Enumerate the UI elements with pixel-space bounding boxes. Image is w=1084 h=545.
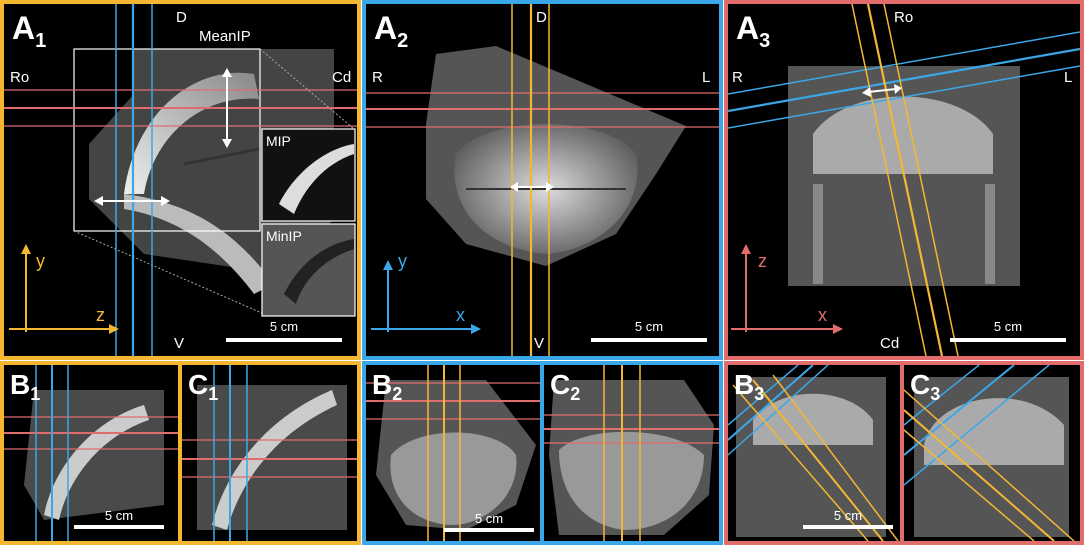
panel-b3-label: B3	[734, 369, 765, 404]
ct-axial-image	[728, 4, 1080, 356]
dorsal-label: D	[536, 9, 547, 26]
panel-b2-label: B2	[372, 369, 403, 404]
panel-a2: A2 D V R L y x 5 cm	[366, 4, 719, 356]
scale-bar-label: 5 cm	[104, 508, 134, 523]
ventral-label: V	[534, 335, 545, 352]
scale-bar-label: 5 cm	[833, 508, 863, 523]
panel-a1-label: A1	[12, 10, 47, 52]
axis-x-label: x	[456, 305, 465, 325]
axis-y-label: y	[36, 251, 45, 271]
panel-a3: A3 Ro Cd R L z x 5 cm	[728, 4, 1080, 356]
left-label: L	[1064, 69, 1073, 86]
ct-sagittal-image	[4, 4, 357, 356]
panel-b1-label: B1	[10, 369, 41, 404]
panel-c1: C1	[182, 365, 357, 541]
axis-y-label: y	[398, 251, 407, 271]
panel-c3: C3	[904, 365, 1080, 541]
panel-b2: B2 5 cm	[366, 365, 540, 541]
scale-bar-label: 5 cm	[474, 511, 504, 526]
caudal-label: Cd	[332, 69, 352, 86]
panel-b1: B1 5 cm	[4, 365, 178, 541]
ventral-label: V	[174, 335, 185, 352]
panel-c3-label: C3	[910, 369, 941, 404]
panel-c1-label: C1	[188, 369, 219, 404]
mip-label: MIP	[266, 133, 291, 149]
rostral-label: Ro	[10, 69, 30, 86]
panel-c2-label: C2	[550, 369, 581, 404]
panel-a1: A1 D V Ro Cd MeanIP MIP MinIP y z 5 cm	[4, 4, 357, 356]
axis-z-label: z	[96, 305, 105, 325]
panel-a2-label: A2	[374, 10, 409, 52]
right-label: R	[732, 69, 743, 86]
rostral-label: Ro	[894, 9, 914, 26]
meanip-label: MeanIP	[199, 28, 251, 45]
ct-coronal-image	[366, 4, 719, 356]
caudal-label: Cd	[880, 335, 900, 352]
panel-c2: C2	[544, 365, 719, 541]
left-label: L	[702, 69, 711, 86]
dorsal-label: D	[176, 9, 187, 26]
right-label: R	[372, 69, 383, 86]
panel-a3-label: A3	[736, 10, 771, 52]
axis-z-label: z	[758, 251, 767, 271]
scale-bar-label: 5 cm	[269, 319, 299, 334]
axis-x-label: x	[818, 305, 827, 325]
minip-label: MinIP	[266, 228, 302, 244]
scale-bar-label: 5 cm	[993, 319, 1023, 334]
panel-b3: B3 5 cm	[728, 365, 900, 541]
scale-bar-label: 5 cm	[634, 319, 664, 334]
